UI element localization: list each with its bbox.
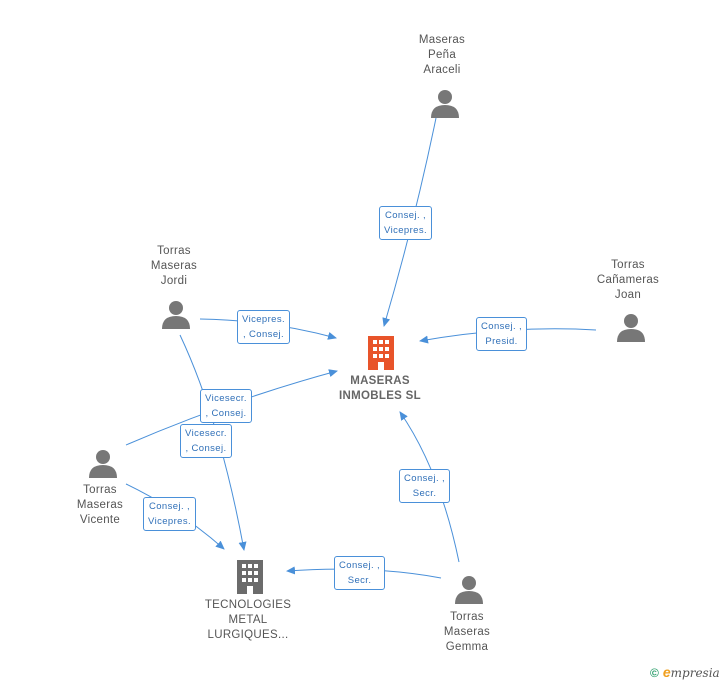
person-icon[interactable] [454,574,484,604]
edge-label-vicente-main[interactable]: Vicesecr. , Consej. [200,389,252,423]
edge-role: Vicesecr. [205,393,247,404]
person-icon[interactable] [430,88,460,118]
edge-role: Presid. [485,336,518,347]
edge-role: Consej. , [384,210,427,221]
edge-role: Vicepres. [148,516,192,527]
copyright-brand: ©empresia [650,664,720,680]
building-icon[interactable] [235,558,265,594]
edge-label-jordi-tec[interactable]: Vicesecr. , Consej. [180,424,232,458]
edge-label-jordi-main[interactable]: Vicepres. , Consej. [237,310,291,344]
edge-role: Secr. [347,575,372,586]
edge-role: Vicepres. [384,225,428,236]
brand-logo-initial: e [662,664,671,680]
person-icon[interactable] [88,448,118,478]
edge-role: , Consej. [185,443,227,454]
edge-role: Vicepres. [242,314,286,325]
node-label-jordi[interactable]: Torras Maseras Jordi [150,245,198,287]
edge-label-pena-main[interactable]: Consej. , Vicepres. [379,206,433,240]
edge-role: , Consej. [205,408,247,419]
edge-label-gemma-tec[interactable]: Consej. , Secr. [334,556,386,590]
brand-logo-text: mpresia [670,666,720,680]
node-label-pena[interactable]: Maseras Peña Araceli [418,34,466,76]
edge-role: Consej. , [148,501,191,512]
edge-label-vicente-tec[interactable]: Consej. , Vicepres. [143,497,197,531]
person-icon[interactable] [161,299,191,329]
node-label-tecnologies[interactable]: TECNOLOGIES METAL LURGIQUES... [204,599,292,641]
edge-role: , Consej. [242,329,285,340]
node-label-maseras-inmobles[interactable]: MASERAS INMOBLES SL [339,375,421,402]
edge-label-joan-main[interactable]: Consej. , Presid. [476,317,528,351]
node-label-gemma[interactable]: Torras Maseras Gemma [443,611,491,653]
edge-label-gemma-main[interactable]: Consej. , Secr. [399,469,451,503]
edge-role: Secr. [412,488,437,499]
edge-role: Vicesecr. [185,428,227,439]
edge-role: Consej. , [404,473,446,484]
edge-role: Consej. , [339,560,381,571]
person-icon[interactable] [616,312,646,342]
node-label-vicente[interactable]: Torras Maseras Vicente [76,484,124,526]
edge-role: Consej. , [481,321,523,332]
building-icon[interactable] [366,334,396,370]
node-label-joan[interactable]: Torras Cañameras Joan [596,259,660,301]
copyright-symbol: © [650,666,659,680]
